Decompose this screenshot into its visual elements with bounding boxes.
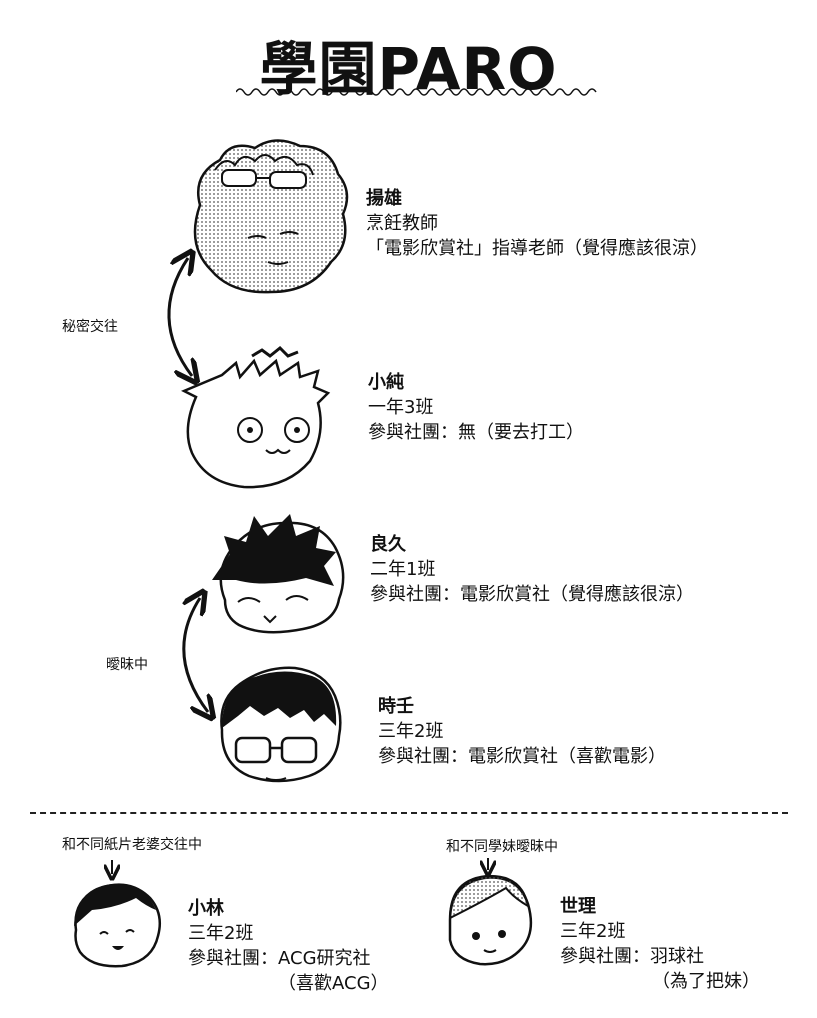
relation-label: 秘密交往	[62, 319, 118, 335]
character-name: 揚雄	[366, 188, 402, 209]
character-name: 時壬	[378, 696, 414, 717]
character-detail: 參與社團：電影欣賞社（覺得應該很涼）	[370, 584, 694, 605]
character-info: 小純 一年3班 參與社團：無（要去打工）	[368, 370, 584, 445]
character-detail: 三年2班	[560, 921, 626, 942]
character-detail: （為了把妹）	[652, 971, 760, 992]
character-info: 時壬 三年2班 參與社團：電影欣賞社（喜歡電影）	[378, 694, 666, 769]
character-name: 良久	[370, 534, 406, 555]
section-divider	[30, 812, 788, 814]
relation-arrow-1	[167, 258, 192, 376]
relation-label: 曖昧中	[106, 657, 148, 673]
character-note: 和不同紙片老婆交往中	[62, 837, 202, 853]
character-detail: 參與社團：ACG研究社	[188, 948, 371, 969]
wavy-underline	[236, 88, 597, 96]
character-detail: 一年3班	[368, 397, 434, 418]
character-detail: 參與社團：無（要去打工）	[368, 422, 584, 443]
character-detail: （喜歡ACG）	[278, 973, 389, 994]
character-detail: 三年2班	[378, 721, 444, 742]
page-title: 學園PARO	[259, 35, 558, 103]
character-name: 小林	[188, 898, 224, 919]
character-info: 世理 三年2班 參與社團：羽球社 （為了把妹）	[560, 894, 760, 994]
character-name: 世理	[560, 896, 596, 917]
character-name: 小純	[368, 372, 404, 393]
character-detail: 「電影欣賞社」指導老師（覺得應該很涼）	[366, 238, 708, 259]
yangxiong-portrait	[193, 139, 349, 294]
character-info: 小林 三年2班 參與社團：ACG研究社 （喜歡ACG）	[188, 896, 389, 996]
character-info: 揚雄 烹飪教師 「電影欣賞社」指導老師（覺得應該很涼）	[366, 186, 708, 261]
xiaolin-portrait	[74, 883, 161, 968]
shili-portrait	[448, 874, 533, 966]
xiaochun-portrait	[181, 345, 331, 489]
character-info: 良久 二年1班 參與社團：電影欣賞社（覺得應該很涼）	[370, 532, 694, 607]
character-detail: 參與社團：電影欣賞社（喜歡電影）	[378, 746, 666, 767]
character-detail: 烹飪教師	[366, 213, 438, 234]
liangjiu-portrait	[212, 514, 345, 634]
relation-arrow-2	[184, 598, 208, 712]
character-note: 和不同學妹曖昧中	[446, 839, 558, 855]
character-detail: 參與社團：羽球社	[560, 946, 704, 967]
character-detail: 三年2班	[188, 923, 254, 944]
shiren-portrait	[220, 666, 342, 783]
character-detail: 二年1班	[370, 559, 436, 580]
